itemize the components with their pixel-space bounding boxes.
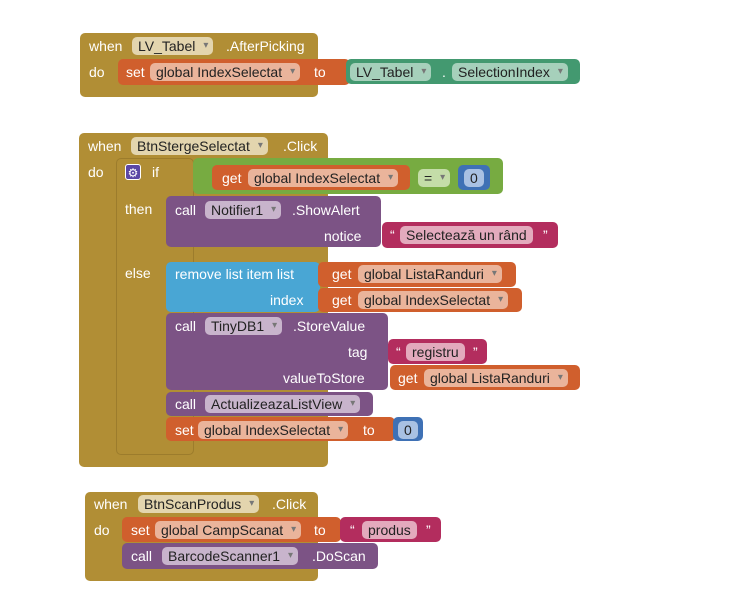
event-name: .AfterPicking bbox=[226, 38, 305, 54]
get-label: get bbox=[332, 292, 352, 308]
call-label: call bbox=[175, 202, 197, 218]
valuetostore-label: valueToStore bbox=[283, 370, 365, 386]
quote-open: “ bbox=[396, 344, 401, 360]
component-dropdown[interactable]: BarcodeScanner1 bbox=[162, 547, 299, 565]
if-label: if bbox=[152, 164, 159, 180]
when-label: when bbox=[88, 138, 122, 154]
set-label: set bbox=[126, 64, 145, 80]
call-label: call bbox=[175, 318, 197, 334]
variable-dropdown[interactable]: global IndexSelectat bbox=[248, 169, 399, 187]
dot-label: . bbox=[442, 64, 446, 80]
set-label: set bbox=[175, 422, 194, 438]
quote-close: ” bbox=[473, 344, 478, 360]
quote-open: “ bbox=[350, 522, 355, 538]
get-label: get bbox=[332, 266, 352, 282]
tag-label: tag bbox=[348, 344, 368, 360]
else-label: else bbox=[125, 265, 151, 281]
procedure-dropdown[interactable]: ActualizeazaListView bbox=[205, 395, 361, 413]
quote-open: “ bbox=[390, 227, 395, 243]
quote-close: ” bbox=[426, 522, 431, 538]
quote-close: ” bbox=[543, 227, 548, 243]
get-label: get bbox=[222, 170, 242, 186]
event-name: .Click bbox=[283, 138, 318, 154]
method-name: .ShowAlert bbox=[292, 202, 360, 218]
text-field[interactable]: Selectează un rând bbox=[400, 226, 533, 244]
operator-dropdown[interactable]: = bbox=[418, 169, 451, 187]
component-dropdown[interactable]: LV_Tabel bbox=[350, 63, 432, 81]
variable-dropdown[interactable]: global IndexSelectat bbox=[358, 291, 509, 309]
property-dropdown[interactable]: SelectionIndex bbox=[452, 63, 568, 81]
component-dropdown[interactable]: Notifier1 bbox=[205, 201, 282, 219]
to-label: to bbox=[314, 522, 326, 538]
do-label: do bbox=[88, 164, 104, 180]
gear-icon[interactable]: ⚙ bbox=[125, 164, 141, 180]
variable-dropdown[interactable]: global ListaRanduri bbox=[424, 369, 568, 387]
get-label: get bbox=[398, 370, 418, 386]
index-label: index bbox=[270, 292, 304, 308]
method-name: .DoScan bbox=[312, 548, 366, 564]
method-name: .StoreValue bbox=[293, 318, 366, 334]
component-dropdown[interactable]: BtnStergeSelectat bbox=[131, 137, 268, 155]
remove-label: remove list item list bbox=[175, 266, 295, 282]
variable-dropdown[interactable]: global IndexSelectat bbox=[150, 63, 301, 81]
notice-label: notice bbox=[324, 228, 362, 244]
remove-list-item-block[interactable] bbox=[166, 262, 320, 312]
call-label: call bbox=[131, 548, 153, 564]
set-label: set bbox=[131, 522, 150, 538]
text-field[interactable]: produs bbox=[362, 521, 417, 539]
event-name: .Click bbox=[272, 496, 307, 512]
number-field[interactable]: 0 bbox=[464, 169, 484, 187]
do-label: do bbox=[89, 64, 105, 80]
when-label: when bbox=[89, 38, 123, 54]
call-label: call bbox=[175, 396, 197, 412]
text-field[interactable]: registru bbox=[406, 343, 465, 361]
then-label: then bbox=[125, 201, 153, 217]
to-label: to bbox=[314, 64, 326, 80]
component-dropdown[interactable]: LV_Tabel bbox=[132, 37, 214, 55]
to-label: to bbox=[363, 422, 375, 438]
number-field[interactable]: 0 bbox=[398, 421, 418, 439]
when-label: when bbox=[94, 496, 128, 512]
component-dropdown[interactable]: TinyDB1 bbox=[205, 317, 283, 335]
variable-dropdown[interactable]: global IndexSelectat bbox=[198, 421, 349, 439]
component-dropdown[interactable]: BtnScanProdus bbox=[138, 495, 260, 513]
variable-dropdown[interactable]: global CampScanat bbox=[155, 521, 302, 539]
variable-dropdown[interactable]: global ListaRanduri bbox=[358, 265, 502, 283]
do-label: do bbox=[94, 522, 110, 538]
